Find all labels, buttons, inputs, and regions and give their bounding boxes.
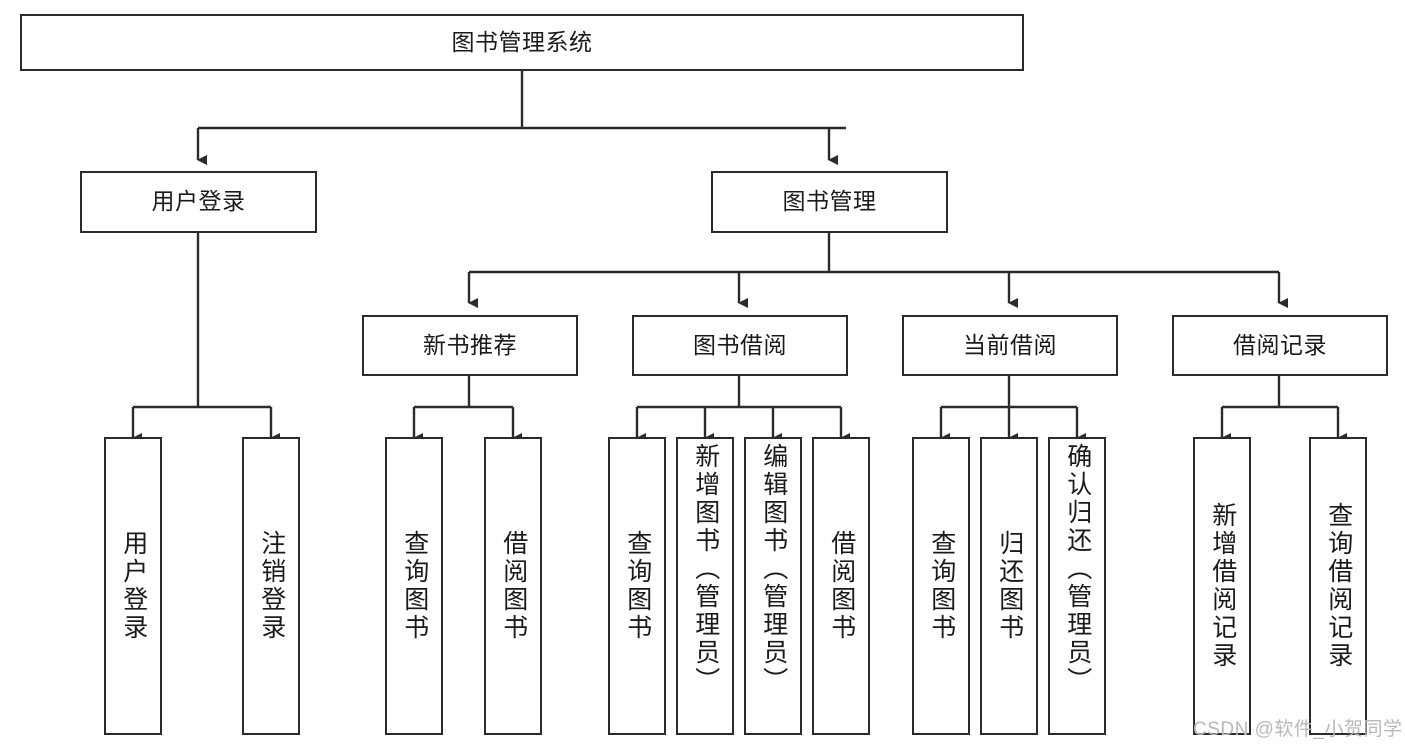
node-label: 查询图书 bbox=[623, 530, 652, 642]
node-book-borrow[interactable]: 图书借阅 bbox=[632, 315, 848, 376]
node-borrow-record[interactable]: 借阅记录 bbox=[1172, 315, 1388, 376]
leaf-record-add-borrow-record[interactable]: 新增借阅记录 bbox=[1193, 437, 1251, 735]
node-label: 用户登录 bbox=[151, 188, 246, 215]
node-label: 查询图书 bbox=[927, 530, 956, 642]
node-label: 编辑图书（管理员） bbox=[759, 443, 788, 695]
node-label: 图书管理 bbox=[782, 188, 877, 215]
node-label: 新增借阅记录 bbox=[1208, 502, 1237, 670]
leaf-record-query-borrow-record[interactable]: 查询借阅记录 bbox=[1309, 437, 1367, 735]
leaf-new-book-query-books[interactable]: 查询图书 bbox=[385, 437, 443, 735]
node-label: 确认归还（管理员） bbox=[1063, 443, 1092, 695]
leaf-user-login-signin[interactable]: 用户登录 bbox=[104, 437, 162, 735]
leaf-user-login-signout[interactable]: 注销登录 bbox=[242, 437, 300, 735]
node-label: 借阅图书 bbox=[827, 530, 856, 642]
leaf-borrow-borrow-books[interactable]: 借阅图书 bbox=[812, 437, 870, 735]
node-label: 图书借阅 bbox=[693, 331, 787, 358]
node-label: 借阅图书 bbox=[499, 530, 528, 642]
leaf-current-return-books[interactable]: 归还图书 bbox=[980, 437, 1038, 735]
leaf-current-query-books[interactable]: 查询图书 bbox=[912, 437, 970, 735]
leaf-borrow-query-books[interactable]: 查询图书 bbox=[608, 437, 666, 735]
node-label: 归还图书 bbox=[995, 530, 1024, 642]
node-label: 注销登录 bbox=[257, 530, 286, 642]
node-root-book-management-system[interactable]: 图书管理系统 bbox=[20, 14, 1024, 71]
node-label: 新书推荐 bbox=[423, 331, 517, 358]
node-label: 图书管理系统 bbox=[451, 28, 593, 55]
leaf-borrow-add-book-admin[interactable]: 新增图书（管理员） bbox=[676, 437, 734, 735]
node-label: 当前借阅 bbox=[963, 331, 1057, 358]
leaf-new-book-borrow-books[interactable]: 借阅图书 bbox=[484, 437, 542, 735]
node-label: 查询借阅记录 bbox=[1324, 502, 1353, 670]
node-label: 查询图书 bbox=[400, 530, 429, 642]
node-current-borrow[interactable]: 当前借阅 bbox=[902, 315, 1118, 376]
node-book-management[interactable]: 图书管理 bbox=[711, 171, 948, 233]
node-new-book-recommendation[interactable]: 新书推荐 bbox=[362, 315, 578, 376]
node-label: 新增图书（管理员） bbox=[691, 443, 720, 695]
leaf-current-confirm-return-admin[interactable]: 确认归还（管理员） bbox=[1048, 437, 1106, 735]
node-label: 借阅记录 bbox=[1233, 331, 1327, 358]
csdn-watermark: CSDN @软件_小贺同学 bbox=[1193, 719, 1403, 740]
node-label: 用户登录 bbox=[119, 530, 148, 642]
leaf-borrow-edit-book-admin[interactable]: 编辑图书（管理员） bbox=[744, 437, 802, 735]
node-user-login[interactable]: 用户登录 bbox=[80, 171, 317, 233]
